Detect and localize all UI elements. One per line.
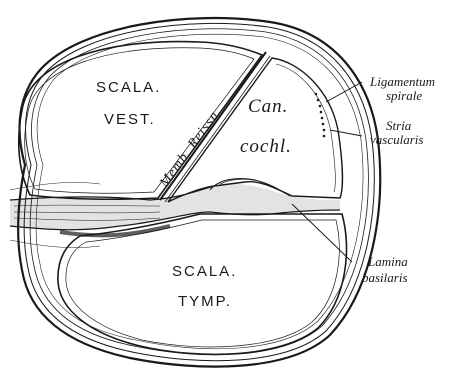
reissners-membrane-label: Memb. Reissn.: [157, 105, 226, 192]
stria-vascularis-label-line2: vascularis: [370, 132, 423, 147]
scala-tympani-label-line1: SCALA.: [172, 263, 237, 280]
scala-vestibuli-label-line1: SCALA.: [96, 79, 161, 96]
ligamentum-spirale-label-line1: Ligamentum: [369, 74, 435, 89]
stria-vascularis-label-line1: Stria: [386, 118, 412, 133]
cochlear-duct-label-line1: Can.: [248, 96, 288, 117]
cochlear-duct-label-line2: cochl.: [240, 136, 292, 157]
label-leader-lines: [292, 82, 362, 262]
lamina-basilaris-label-line1: Lamina: [367, 254, 408, 269]
ligamentum-spirale-label-line2: spirale: [386, 88, 422, 103]
osseous-spiral-lamina: [10, 178, 340, 247]
scala-vestibuli-label-line2: VEST.: [104, 111, 156, 128]
lamina-basilaris-label-line2: basilaris: [362, 270, 408, 285]
scala-tympani-label-line2: TYMP.: [178, 293, 232, 310]
stria-vascularis-dots: [315, 93, 326, 138]
